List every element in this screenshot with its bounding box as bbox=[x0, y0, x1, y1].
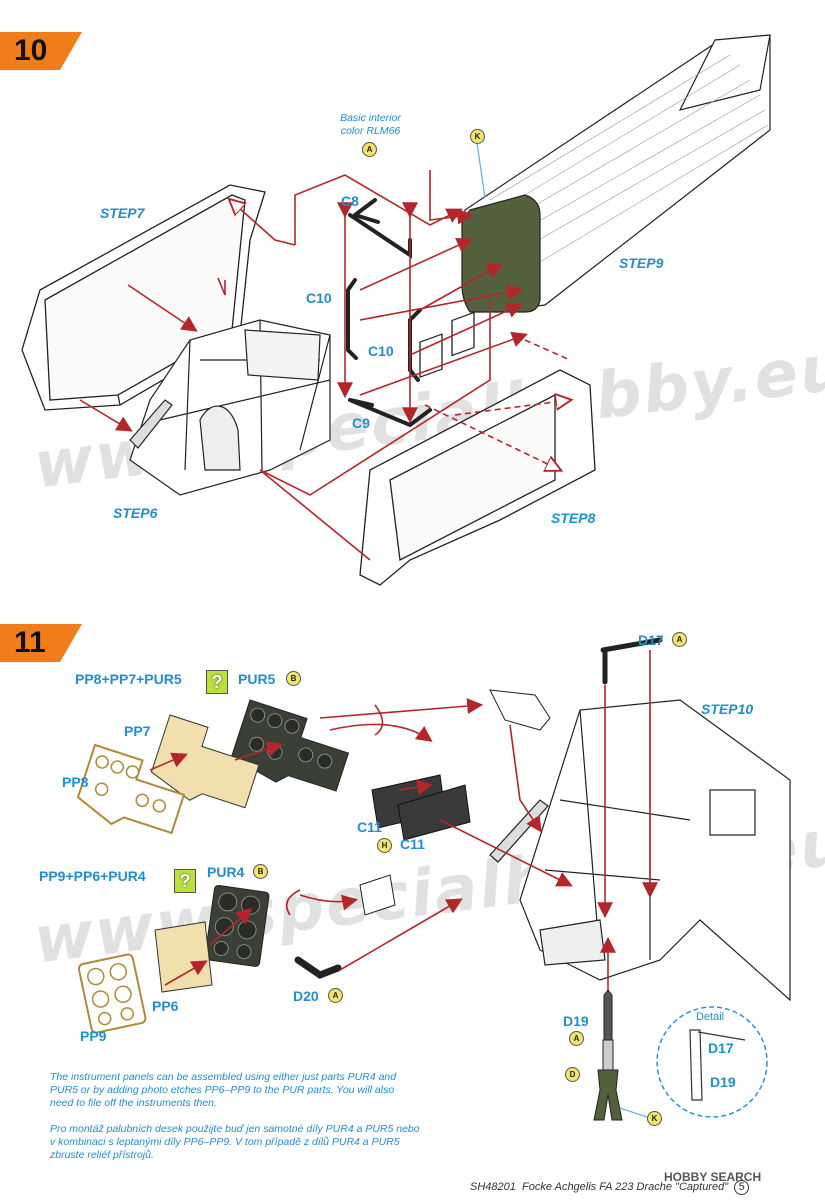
label-pp8-pp7-pur5: PP8+PP7+PUR5 bbox=[75, 671, 182, 687]
label-step7: STEP7 bbox=[100, 205, 145, 221]
label-d20: D20 bbox=[293, 988, 319, 1004]
label-c11-b: C11 bbox=[400, 836, 425, 852]
frames-c8-c9-c10 bbox=[346, 198, 432, 428]
label-step6: STEP6 bbox=[113, 505, 158, 521]
label-pur5: PUR5 bbox=[238, 671, 276, 687]
tail-boom bbox=[464, 34, 771, 311]
badge-d: D bbox=[565, 1067, 580, 1082]
badge-a-d20: A bbox=[328, 988, 343, 1003]
step-11-tab: 11 bbox=[0, 624, 82, 662]
label-c8: C8 bbox=[341, 193, 359, 209]
footer-code: SH48201 bbox=[470, 1181, 516, 1193]
paint-badge-k: K bbox=[470, 129, 485, 144]
step-10-tab: 10 bbox=[0, 32, 82, 70]
bulkhead-leader bbox=[476, 142, 486, 199]
upper-part bbox=[489, 689, 551, 731]
question-icon-bottom: ? bbox=[174, 869, 196, 893]
label-c9: C9 bbox=[352, 415, 370, 431]
label-d19: D19 bbox=[563, 1013, 589, 1029]
label-step9: STEP9 bbox=[619, 255, 664, 271]
cockpit-assembled bbox=[489, 699, 791, 1002]
paint-badge-a: A bbox=[362, 142, 377, 157]
d19-leader bbox=[619, 1107, 651, 1119]
pp9-panel bbox=[77, 953, 147, 1034]
step10-arrows bbox=[79, 170, 570, 561]
step11-arrows bbox=[149, 650, 658, 990]
d17-part bbox=[600, 637, 663, 685]
pp7-panel bbox=[150, 714, 260, 809]
small-plate bbox=[359, 874, 396, 916]
label-step10: STEP10 bbox=[701, 701, 754, 717]
step-10-number: 10 bbox=[14, 34, 48, 67]
page-number: 5 bbox=[734, 1180, 750, 1195]
color-note-line-1: Basic interior bbox=[340, 112, 401, 124]
d20-part bbox=[294, 956, 342, 979]
detail-stick bbox=[689, 1029, 746, 1101]
cockpit-frame bbox=[129, 319, 331, 496]
label-c10-b: C10 bbox=[368, 343, 394, 359]
rear-bulkhead bbox=[461, 194, 541, 313]
detail-circle bbox=[656, 1006, 768, 1118]
pur4-panel bbox=[204, 885, 270, 967]
badge-a-d17: A bbox=[672, 632, 687, 647]
detail-label-d19: D19 bbox=[710, 1074, 736, 1090]
label-pp6: PP6 bbox=[152, 998, 179, 1014]
detail-title: Detail bbox=[696, 1011, 725, 1023]
step-11-number: 11 bbox=[14, 626, 46, 659]
footer-title: Focke Achgelis FA 223 Drache "Captured" bbox=[522, 1181, 729, 1193]
footer: SH48201 Focke Achgelis FA 223 Drache "Ca… bbox=[470, 1180, 750, 1195]
badge-h: H bbox=[377, 838, 392, 853]
badge-b-pur5: B bbox=[286, 671, 301, 686]
label-pp9-pp6-pur4: PP9+PP6+PUR4 bbox=[39, 868, 146, 884]
note-english: The instrument panels can be assembled u… bbox=[50, 1071, 397, 1109]
badge-k-d19: K bbox=[647, 1111, 662, 1126]
label-pp8: PP8 bbox=[62, 774, 89, 790]
detail-label-d17: D17 bbox=[708, 1040, 734, 1056]
note-czech: Pro montáž palubních desek použijte buď … bbox=[50, 1123, 420, 1161]
question-icon-top: ? bbox=[206, 670, 228, 694]
label-d17: D17 bbox=[638, 632, 664, 648]
label-pp9: PP9 bbox=[80, 1028, 107, 1044]
label-c10-a: C10 bbox=[306, 290, 332, 306]
color-note-line-2: color RLM66 bbox=[340, 125, 401, 137]
pp8-panel bbox=[76, 743, 186, 835]
color-note: Basic interior color RLM66 bbox=[333, 112, 408, 138]
right-fuselage-half bbox=[359, 311, 596, 586]
pp6-panel bbox=[154, 921, 213, 993]
d19-part bbox=[593, 989, 623, 1121]
badge-a-d19: A bbox=[569, 1031, 584, 1046]
badge-b-pur4: B bbox=[253, 864, 268, 879]
label-pur4: PUR4 bbox=[207, 864, 245, 880]
label-c11-a: C11 bbox=[357, 819, 382, 835]
label-step8: STEP8 bbox=[551, 510, 596, 526]
label-pp7: PP7 bbox=[124, 723, 151, 739]
